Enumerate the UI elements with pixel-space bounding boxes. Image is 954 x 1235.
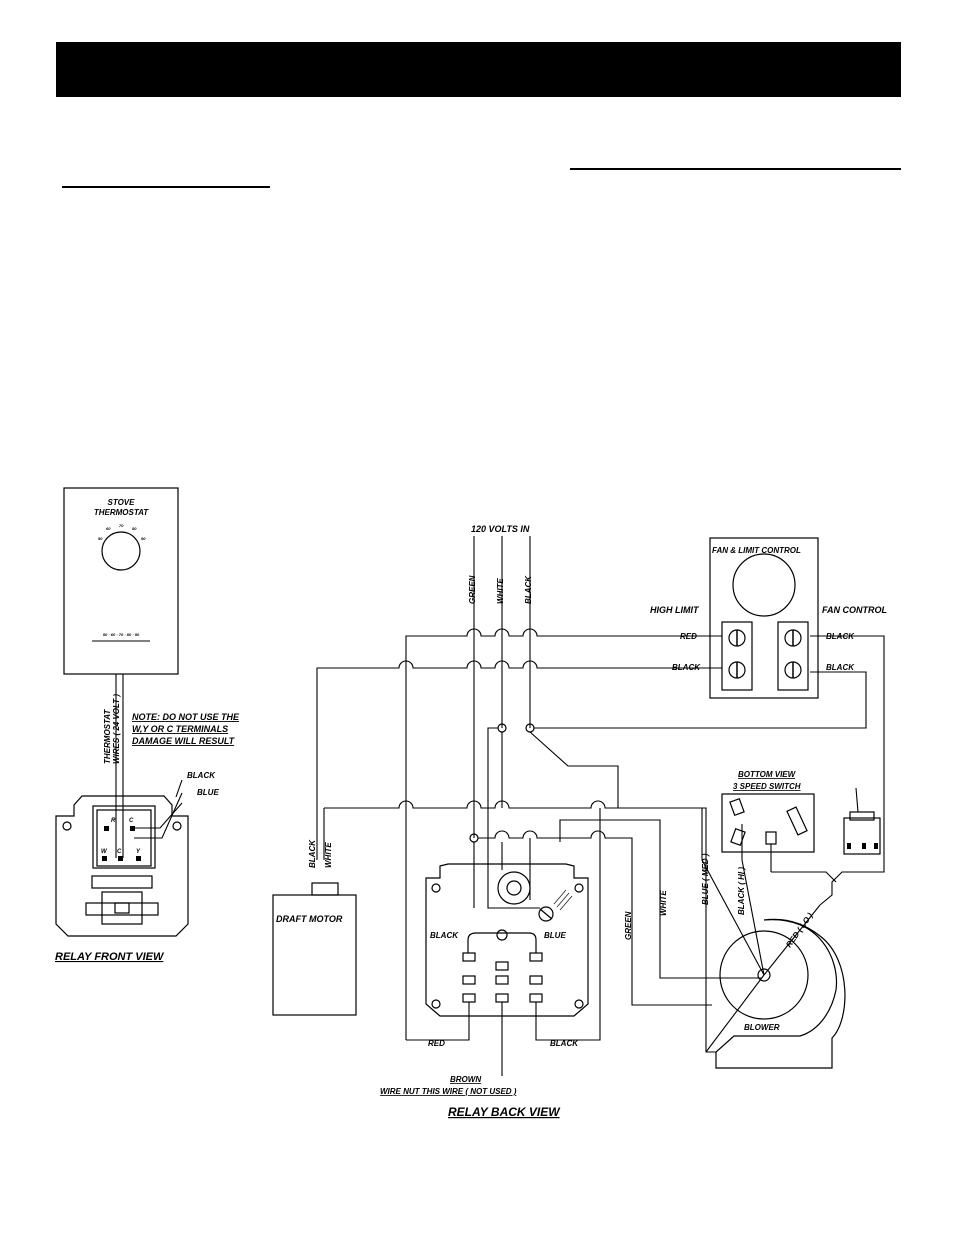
draft-motor-black-label: BLACK bbox=[308, 839, 317, 868]
wire-label-white: WHITE bbox=[496, 578, 505, 604]
bottom-view-label: BOTTOM VIEW bbox=[738, 770, 797, 779]
note-line-1: NOTE: DO NOT USE THE bbox=[132, 712, 240, 722]
blower-blue-med-label: BLUE ( MED ) bbox=[701, 853, 710, 905]
fan-limit-title: FAN & LIMIT CONTROL bbox=[712, 546, 801, 555]
relay-front: R C W C Y BLACK BLUE bbox=[55, 771, 219, 937]
high-limit-label: HIGH LIMIT bbox=[650, 605, 700, 615]
dial-label-70: 70 bbox=[119, 523, 124, 528]
relay-front-view-title: RELAY FRONT VIEW bbox=[55, 951, 165, 963]
high-limit-red-label: RED bbox=[680, 632, 697, 641]
volts-in-label: 120 VOLTS IN bbox=[471, 524, 530, 534]
relay-terminal-r: R bbox=[111, 818, 116, 824]
relay-back-blue-label: BLUE bbox=[544, 931, 566, 940]
relay-terminal-y: Y bbox=[136, 849, 141, 855]
draft-motor-white-label: WHITE bbox=[324, 842, 333, 868]
relay-back: BLACK BLUE RED BLACK BROWN WIRE NUT THIS… bbox=[380, 808, 601, 1096]
blower-white-label: WHITE bbox=[659, 890, 668, 916]
thermostat-wires-label-2: WIRES ( 24 VOLT ) bbox=[112, 694, 121, 764]
fan-control-label: FAN CONTROL bbox=[822, 605, 887, 615]
fan-control-black-1: BLACK bbox=[826, 632, 855, 641]
bus-wires bbox=[316, 620, 885, 1053]
header-bar bbox=[56, 42, 901, 97]
relay-pins bbox=[462, 952, 543, 1003]
blower-green-label: GREEN bbox=[624, 911, 633, 940]
blower: BLOWER GREEN WHITE BLUE ( MED ) BLACK ( … bbox=[624, 808, 846, 1069]
relay-back-black-bottom-label: BLACK bbox=[550, 1039, 579, 1048]
dial-label-60: 60 bbox=[106, 526, 111, 531]
high-limit-black-label: BLACK bbox=[672, 663, 701, 672]
draft-motor-label: DRAFT MOTOR bbox=[276, 914, 343, 924]
toggle-switch[interactable] bbox=[843, 787, 881, 855]
relay-back-black-label: BLACK bbox=[430, 931, 459, 940]
fan-control-black-2: BLACK bbox=[826, 663, 855, 672]
relay-front-blue-label: BLUE bbox=[197, 788, 219, 797]
thermostat-title-2: THERMOSTAT bbox=[94, 508, 149, 517]
thermostat-wires: THERMOSTAT WIRES ( 24 VOLT ) bbox=[103, 674, 124, 858]
stove-thermostat: STOVE THERMOSTAT 50 60 70 80 90 50 · 60 … bbox=[63, 487, 179, 675]
dial-label-90: 90 bbox=[141, 536, 146, 541]
note-line-3: DAMAGE WILL RESULT bbox=[132, 736, 236, 746]
thermometer-scale: 50 · 60 · 70 · 80 · 90 bbox=[103, 632, 140, 637]
dial-label-80: 80 bbox=[132, 526, 137, 531]
thermostat-title-1: STOVE bbox=[108, 498, 136, 507]
relay-front-black-label: BLACK bbox=[187, 771, 216, 780]
thermostat-dial[interactable] bbox=[101, 531, 141, 571]
wire-label-black: BLACK bbox=[524, 575, 533, 604]
wire-nut-label: WIRE NUT THIS WIRE ( NOT USED ) bbox=[380, 1087, 517, 1096]
relay-back-view-title: RELAY BACK VIEW bbox=[448, 1105, 561, 1119]
relay-back-red-label: RED bbox=[428, 1039, 445, 1048]
wire-label-green: GREEN bbox=[468, 575, 477, 604]
section-rule-left bbox=[62, 186, 270, 188]
note-line-2: W,Y OR C TERMINALS bbox=[132, 724, 228, 734]
dial-label-50: 50 bbox=[98, 536, 103, 541]
speed-switch-label: 3 SPEED SWITCH bbox=[733, 782, 801, 791]
relay-terminal-c-top: C bbox=[129, 818, 134, 824]
blower-black-hi-label: BLACK ( HI ) bbox=[737, 867, 746, 915]
relay-terminal-c: C bbox=[117, 849, 122, 855]
blower-label: BLOWER bbox=[744, 1023, 780, 1032]
fan-limit-control: FAN & LIMIT CONTROL HIGH LIMIT FAN CONTR… bbox=[650, 537, 887, 699]
relay-terminal-w: W bbox=[101, 849, 108, 855]
brown-label: BROWN bbox=[450, 1075, 481, 1084]
speed-switch: BOTTOM VIEW 3 SPEED SWITCH bbox=[721, 770, 837, 883]
draft-motor: BLACK WHITE DRAFT MOTOR bbox=[272, 839, 357, 1016]
section-rule-right bbox=[570, 168, 901, 170]
thermostat-wires-label-1: THERMOSTAT bbox=[103, 709, 112, 764]
